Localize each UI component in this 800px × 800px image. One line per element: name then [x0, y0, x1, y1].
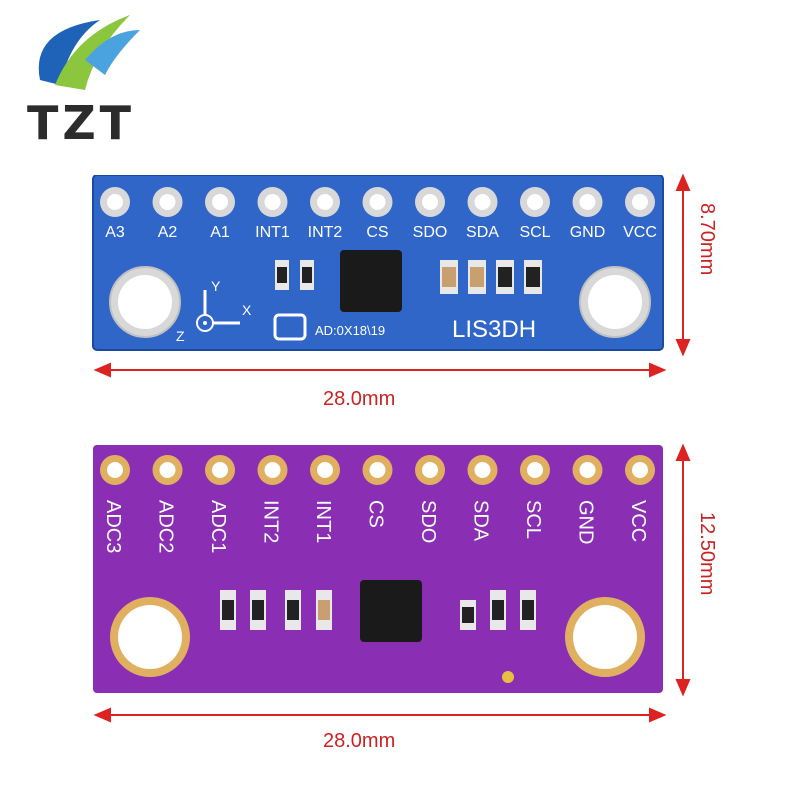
sensor-chip: [360, 580, 422, 642]
pin-hole-a1: [212, 194, 228, 210]
pin-label-vcc: VCC: [627, 500, 649, 542]
pin-label-cs: CS: [366, 224, 388, 241]
pin-hole-scl: [527, 462, 543, 478]
axis-label-y: Y: [211, 278, 221, 294]
pin-label-sdo: SDO: [413, 224, 448, 241]
pin-label-a3: A3: [105, 224, 125, 241]
pin-hole-cs: [369, 462, 386, 478]
pin-label-int2: INT2: [308, 224, 343, 241]
top-width-dimension: 28.0mm: [323, 388, 396, 410]
chip-title: LIS3DH: [452, 316, 536, 343]
pin-label-scl: SCL: [519, 224, 550, 241]
pin-label-int1: INT1: [255, 224, 290, 241]
pin-label-cs: CS: [365, 500, 387, 528]
pin-label-sda: SDA: [470, 500, 492, 542]
top-height-dimension: 8.70mm: [696, 203, 718, 276]
pin-hole-int2: [264, 462, 281, 478]
pin-hole-adc3: [107, 462, 123, 478]
pin-hole-a2: [159, 194, 176, 210]
pin-hole-vcc: [632, 194, 648, 210]
pin-label-vcc: VCC: [623, 224, 657, 241]
pin-hole-sda: [474, 462, 491, 478]
lis3dh-blue-board: A3 A2 A1 INT1 INT2 CS SDO SDA SCL GND VCC Y X Z AD…: [92, 175, 664, 351]
brand-name: TZT: [26, 96, 136, 150]
pin-label-int2: INT2: [260, 500, 282, 543]
pin-label-sdo: SDO: [417, 500, 439, 543]
pin-label-gnd: GND: [575, 500, 597, 544]
pin-hole-gnd: [579, 194, 596, 210]
pin-label-adc2: ADC2: [155, 500, 177, 553]
pin-hole-sda: [474, 194, 491, 210]
pin-label-a1: A1: [210, 224, 230, 241]
pin-hole-scl: [527, 194, 543, 210]
address-label: AD:0X18\19: [315, 323, 385, 338]
pin-label-adc3: ADC3: [102, 500, 124, 553]
pin-hole-adc1: [212, 462, 228, 478]
pin-label-a2: A2: [158, 224, 178, 241]
pin-label-int1: INT1: [312, 500, 334, 543]
pin-hole-vcc: [632, 462, 648, 478]
pin-hole-int1: [264, 194, 281, 210]
pin-hole-int1: [317, 462, 333, 478]
brand-logo: TZT: [0, 0, 160, 160]
pin-hole-sdo: [422, 194, 438, 210]
pin-hole-cs: [369, 194, 386, 210]
bottom-height-dimension: 12.50mm: [696, 512, 718, 596]
pin-hole-int2: [317, 194, 333, 210]
pin-label-sda: SDA: [466, 224, 499, 241]
axis-label-z: Z: [176, 328, 185, 344]
axis-label-x: X: [242, 302, 252, 318]
bottom-width-dimension: 28.0mm: [323, 730, 396, 752]
pin-hole-sdo: [422, 462, 438, 478]
sensor-chip: [340, 250, 402, 312]
pin-hole-gnd: [579, 462, 596, 478]
pin-label-scl: SCL: [522, 500, 544, 539]
lis3dh-purple-board: ADC3 ADC2 ADC1 INT2 INT1 CS SDO SDA SCL GND VCC: [93, 445, 663, 693]
pin-hole-a3: [107, 194, 123, 210]
pin-label-gnd: GND: [570, 224, 606, 241]
pin-label-adc1: ADC1: [207, 500, 229, 553]
pin-hole-adc2: [159, 462, 176, 478]
logo-emblem-icon: [38, 15, 140, 90]
